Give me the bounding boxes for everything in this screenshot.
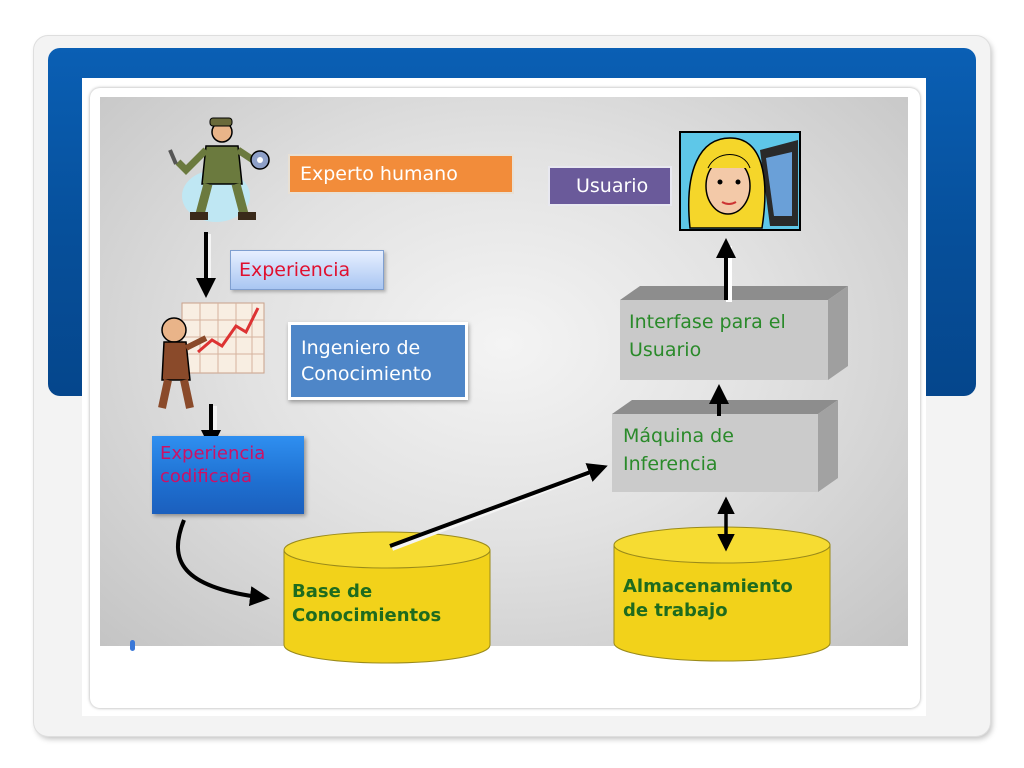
- interfase-text: Interfase para el Usuario: [629, 311, 786, 361]
- arrow-interfase-to-user: [716, 238, 736, 302]
- maquina-box: [612, 400, 838, 492]
- arrow-codified-to-base: [175, 519, 270, 607]
- arrow-expert-to-engineer: [196, 232, 216, 298]
- label-experiencia-codificada: Experiencia codificada: [152, 436, 304, 514]
- knowledge-engineer-icon: [158, 302, 265, 409]
- interfase-box: [620, 286, 848, 380]
- base-text: Base de Conocimientos: [292, 581, 442, 626]
- almacenamiento-cylinder: [613, 526, 831, 662]
- user-icon: [679, 131, 801, 231]
- base-cylinder: [283, 531, 491, 664]
- slide-marker-dot: [130, 640, 135, 651]
- maquina-text: Máquina de Inferencia: [623, 425, 734, 475]
- human-expert-icon: [168, 117, 270, 222]
- label-ingeniero-conocimiento: Ingeniero de Conocimiento: [288, 322, 468, 400]
- label-usuario: Usuario: [548, 166, 672, 206]
- label-experto-humano: Experto humano: [288, 154, 514, 194]
- arrow-base-to-maquina: [389, 463, 608, 551]
- label-experiencia: Experiencia: [230, 250, 384, 290]
- almacenamiento-text: Almacenamiento de trabajo: [623, 576, 793, 621]
